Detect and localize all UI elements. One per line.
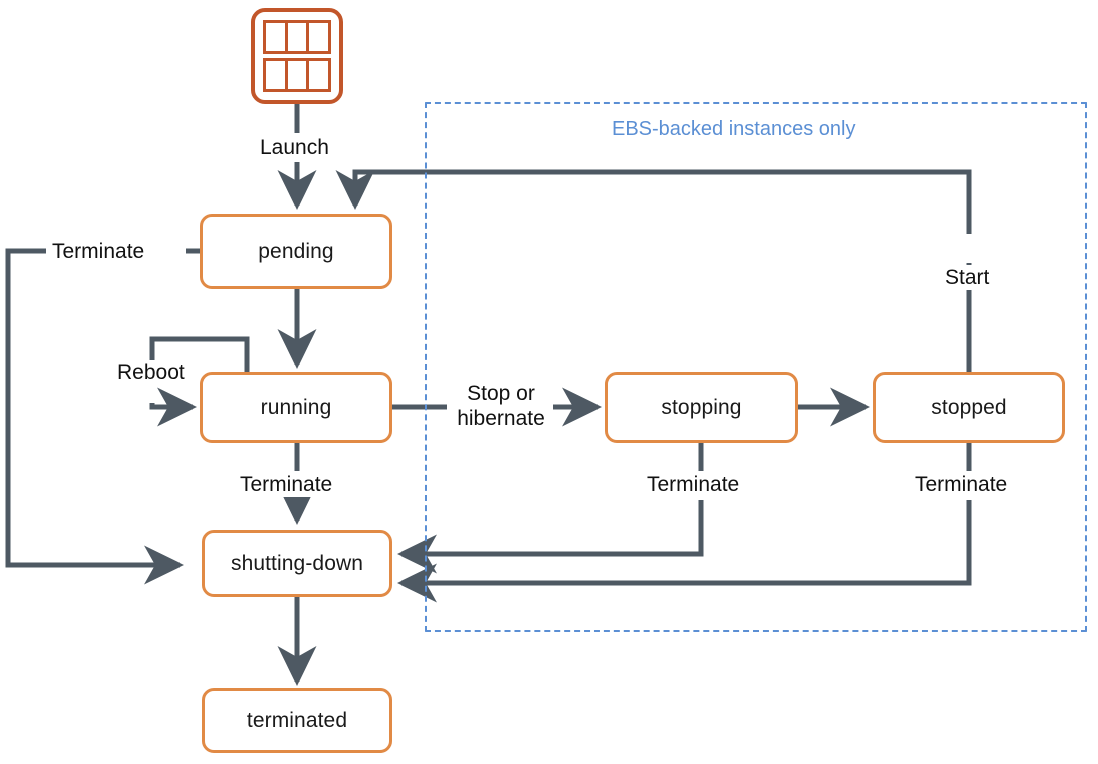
edge-label-stopping-terminate: Terminate [643,472,744,497]
edge-label-stop-or-hibernate-line1: Stop or [467,382,535,405]
ec2-instance-icon-cell [266,23,288,51]
state-node-stopped[interactable]: stopped [873,372,1065,443]
edge-stopped-terminate [396,500,972,603]
ec2-instance-icon-cell [288,61,310,89]
state-node-terminated[interactable]: terminated [202,688,392,753]
ec2-instance-icon-row [263,20,331,54]
ec2-instance-icon-cell [266,61,288,89]
ebs-backed-group-label: EBS-backed instances only [612,118,856,140]
state-node-shutting-down[interactable]: shutting-down [202,530,392,597]
edge-label-pending-terminate: Terminate [48,239,149,264]
ec2-instance-icon-cell [288,23,310,51]
ebs-backed-group [425,102,1087,632]
edge-start [335,169,972,234]
edge-stopping-terminate [396,500,704,574]
edge-label-launch: Launch [256,135,333,160]
ec2-instance-icon-cell [309,23,328,51]
edge-pending-terminate [5,248,185,585]
state-node-pending[interactable]: pending [200,214,392,289]
edge-label-reboot: Reboot [113,360,189,385]
edge-reboot-upper [149,336,250,372]
state-node-stopping[interactable]: stopping [605,372,798,443]
state-node-running[interactable]: running [200,372,392,443]
edge-label-stopped-terminate: Terminate [911,472,1012,497]
edge-label-running-terminate: Terminate [236,472,337,497]
ec2-instance-icon-cell [309,61,328,89]
edge-reboot-arrow [149,387,198,427]
ec2-instance-icon [251,8,343,104]
edge-label-start: Start [941,265,994,290]
edge-label-stop-or-hibernate: Stop or hibernate [452,381,550,431]
edge-label-stop-or-hibernate-line2: hibernate [457,407,545,430]
ec2-instance-icon-row [263,58,331,92]
